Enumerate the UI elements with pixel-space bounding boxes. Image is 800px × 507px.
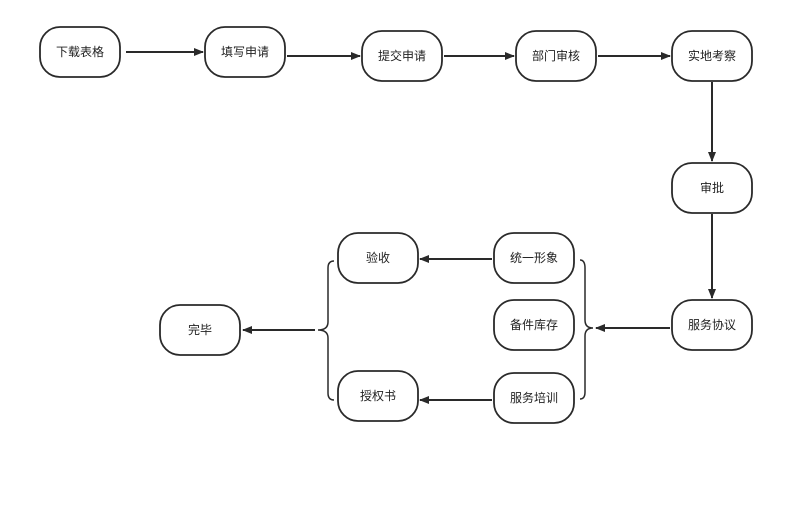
node-label: 审批 [700,180,724,195]
node-fill-application[interactable]: 填写申请 [204,26,286,78]
node-label: 验收 [366,250,390,265]
node-authorization[interactable]: 授权书 [337,370,419,422]
left-brace [317,260,335,401]
node-unified-image[interactable]: 统一形象 [493,232,575,284]
node-site-visit[interactable]: 实地考察 [671,30,753,82]
node-submit-application[interactable]: 提交申请 [361,30,443,82]
node-done[interactable]: 完毕 [159,304,241,356]
node-label: 实地考察 [688,48,736,63]
node-department-review[interactable]: 部门审核 [515,30,597,82]
right-brace [579,259,594,400]
node-spare-parts[interactable]: 备件库存 [493,299,575,351]
node-label: 服务协议 [688,317,736,332]
node-service-training[interactable]: 服务培训 [493,372,575,424]
node-label: 服务培训 [510,390,558,405]
node-label: 下载表格 [56,44,104,59]
node-acceptance[interactable]: 验收 [337,232,419,284]
node-download-form[interactable]: 下载表格 [39,26,121,78]
node-label: 授权书 [360,388,396,403]
node-service-agreement[interactable]: 服务协议 [671,299,753,351]
node-label: 统一形象 [510,251,558,265]
node-label: 提交申请 [378,48,426,63]
node-label: 备件库存 [510,317,558,332]
node-label: 部门审核 [532,48,580,63]
node-label: 填写申请 [221,45,269,59]
node-label: 完毕 [188,322,212,337]
node-approval[interactable]: 审批 [671,162,753,214]
